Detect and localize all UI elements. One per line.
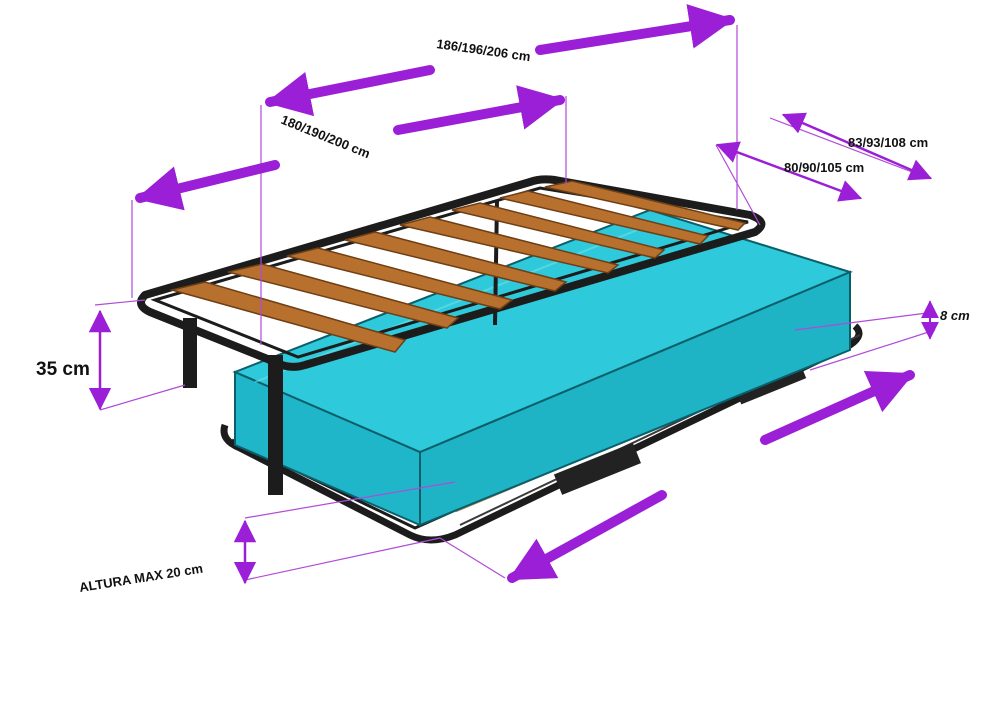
outer-length-label: 186/196/206 cm <box>436 36 532 64</box>
slats <box>169 180 747 353</box>
frame-height-label: 35 cm <box>36 359 90 380</box>
arrow-inner-length-left <box>135 160 280 211</box>
arrow-outer-length-right <box>535 4 735 55</box>
frame-legs <box>183 318 283 495</box>
slat <box>227 263 460 329</box>
slat <box>169 281 407 353</box>
slat <box>286 247 514 310</box>
arrow-width-inner <box>715 141 863 202</box>
mattress <box>232 208 853 527</box>
slat <box>344 231 568 292</box>
arrow-outer-length-left <box>265 65 435 117</box>
inner-width-label: 80/90/105 cm <box>784 160 864 175</box>
arrow-inner-length-right <box>393 85 565 135</box>
arrow-pull-out <box>760 370 915 445</box>
arrow-pull-in <box>507 490 667 583</box>
outer-width-label: 83/93/108 cm <box>848 135 928 150</box>
slat <box>544 180 747 231</box>
slat <box>399 216 620 274</box>
inner-length-label: 180/190/200 cm <box>279 112 372 161</box>
max-height-label: ALTURA MAX 20 cm <box>78 561 204 595</box>
dimension-arrows <box>88 4 939 585</box>
slat <box>499 190 710 245</box>
slat <box>451 202 666 259</box>
frame-thickness-label: 8 cm <box>940 308 970 323</box>
